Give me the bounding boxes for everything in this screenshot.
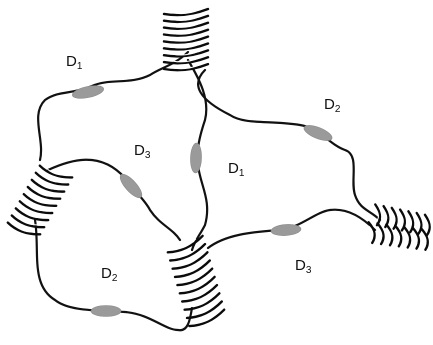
coil-right-lower-turn [395,226,401,247]
coil-top-turn [164,9,208,15]
coil-top-turn [164,37,208,43]
coil-right-lower-turn [422,229,428,250]
domain-label-d3-center: D3 [134,143,150,161]
domain-ellipse-center-left [117,171,145,201]
domain-label-d1-center: D1 [228,161,244,179]
coil-right-lower-turn [378,223,384,244]
coil-right-lower [369,222,428,249]
domain-ellipse-bottom-left [91,306,121,317]
coil-top-turn [164,30,208,36]
domain-label-d2-bottom-left: D2 [101,266,117,284]
domain-ellipse-center-vertical [190,143,202,173]
coil-top-turn [164,44,208,50]
coil-right-lower-turn [413,228,419,249]
domain-label-d1-top-left: D1 [66,54,82,72]
domain-ellipse-top-right [302,122,334,143]
domain-label-d2-top-right: D2 [324,97,340,115]
coil-center-bottom [168,236,224,326]
coil-top-turn [164,57,208,63]
coil-top-turn [164,16,208,22]
coil-right-upper-turn [417,213,422,234]
coil-top [164,9,208,70]
domain-ellipse-top-left [71,83,105,100]
strand-top-right-loop [198,70,380,220]
strand-middle-loop [48,160,180,240]
coil-right-lower-turn [404,227,410,248]
coil-left [8,166,72,235]
domain-label-d3-bottom-right: D3 [295,258,311,276]
coil-right-upper-turn [375,205,380,226]
domain-ellipse-bottom-right [271,223,302,236]
coil-top-turn [164,23,208,29]
coil-right-lower-turn [386,225,392,246]
